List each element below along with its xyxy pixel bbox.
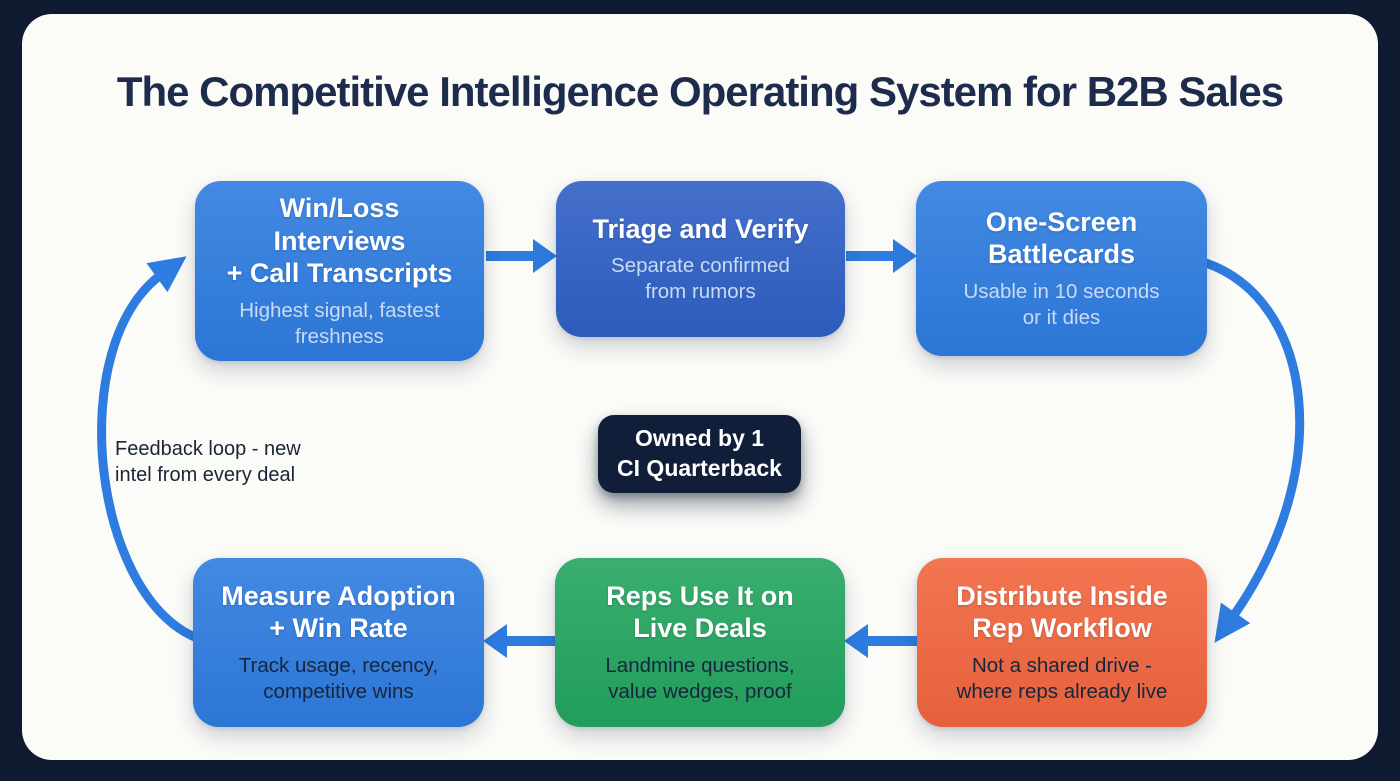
step-box-distribute-rep-workflow: Distribute Inside Rep Workflow Not a sha… [917, 558, 1207, 727]
step-subtitle: Landmine questions, value wedges, proof [605, 654, 795, 704]
step-title: Distribute Inside Rep Workflow [956, 580, 1168, 644]
step-title: Win/Loss Interviews + Call Transcripts [226, 192, 453, 289]
center-owner-badge-label: Owned by 1 CI Quarterback [617, 425, 782, 481]
step-title: Measure Adoption + Win Rate [221, 580, 456, 644]
step-box-triage-and-verify: Triage and Verify Separate confirmed fro… [556, 181, 845, 337]
step-box-one-screen-battlecards: One-Screen Battlecards Usable in 10 seco… [916, 181, 1207, 356]
page-title: The Competitive Intelligence Operating S… [116, 68, 1284, 115]
step-title: Reps Use It on Live Deals [606, 580, 794, 644]
center-owner-badge: Owned by 1 CI Quarterback [598, 415, 801, 493]
step-subtitle: Separate confirmed from rumors [611, 254, 790, 304]
step-title: Triage and Verify [592, 213, 809, 244]
step-subtitle: Track usage, recency, competitive wins [238, 654, 439, 704]
step-subtitle: Usable in 10 seconds or it dies [963, 280, 1160, 330]
step-subtitle: Highest signal, fastest freshness [239, 299, 440, 349]
step-subtitle: Not a shared drive - where reps already … [956, 654, 1168, 704]
step-box-reps-use-live-deals: Reps Use It on Live Deals Landmine quest… [555, 558, 845, 727]
feedback-loop-note: Feedback loop - new intel from every dea… [115, 438, 301, 487]
step-box-measure-adoption-win-rate: Measure Adoption + Win Rate Track usage,… [193, 558, 484, 727]
step-box-win-loss-interviews: Win/Loss Interviews + Call Transcripts H… [195, 181, 484, 361]
step-title: One-Screen Battlecards [985, 206, 1138, 270]
